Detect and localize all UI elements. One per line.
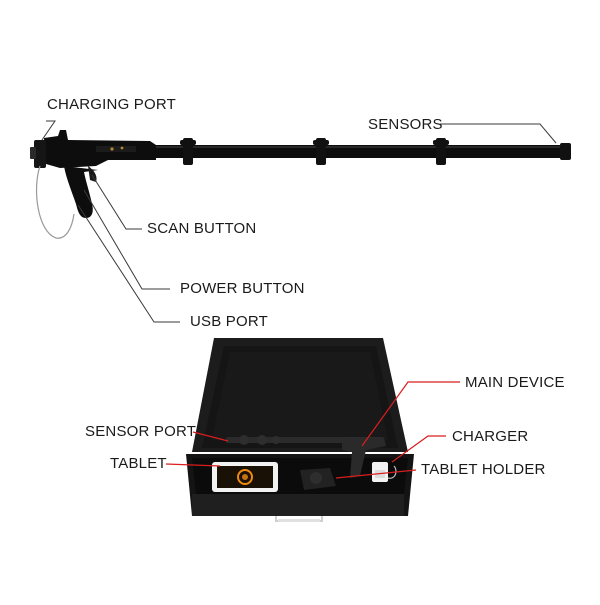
carrying-case bbox=[186, 338, 414, 522]
usb-cable bbox=[35, 165, 75, 239]
top-leader-lines bbox=[41, 120, 557, 323]
case-leader-lines bbox=[165, 381, 460, 479]
sensor-rod bbox=[86, 145, 570, 158]
leader-tablet-holder bbox=[335, 469, 417, 479]
leader-charger bbox=[391, 435, 446, 463]
charging-port-block bbox=[34, 140, 46, 168]
leader-charging-port bbox=[41, 120, 56, 141]
detector-assembly bbox=[30, 130, 571, 239]
tablet-logo-icon bbox=[237, 469, 253, 485]
label-power-button: POWER BUTTON bbox=[180, 280, 305, 297]
rod-clamps bbox=[180, 138, 449, 165]
label-tablet: TABLET bbox=[110, 455, 167, 472]
label-sensor-port: SENSOR PORT bbox=[85, 423, 197, 440]
label-scan-button: SCAN BUTTON bbox=[147, 220, 257, 237]
label-sensors: SENSORS bbox=[368, 116, 443, 133]
leader-sensors bbox=[440, 123, 557, 144]
label-tablet-holder: TABLET HOLDER bbox=[421, 461, 546, 478]
rod-end-cap bbox=[560, 143, 571, 160]
leader-sensor-port bbox=[192, 431, 229, 442]
case-main-device bbox=[342, 438, 386, 478]
label-usb-port: USB PORT bbox=[190, 313, 269, 330]
pistol-grip bbox=[64, 166, 98, 218]
label-main-device: MAIN DEVICE bbox=[465, 374, 565, 391]
leader-usb-port bbox=[77, 204, 180, 323]
label-charger: CHARGER bbox=[452, 428, 529, 445]
leader-main-device bbox=[361, 381, 460, 447]
leader-tablet bbox=[165, 463, 221, 467]
leader-scan-button bbox=[91, 174, 142, 230]
leader-power-button bbox=[83, 189, 170, 290]
label-charging-port: CHARGING PORT bbox=[47, 96, 177, 113]
